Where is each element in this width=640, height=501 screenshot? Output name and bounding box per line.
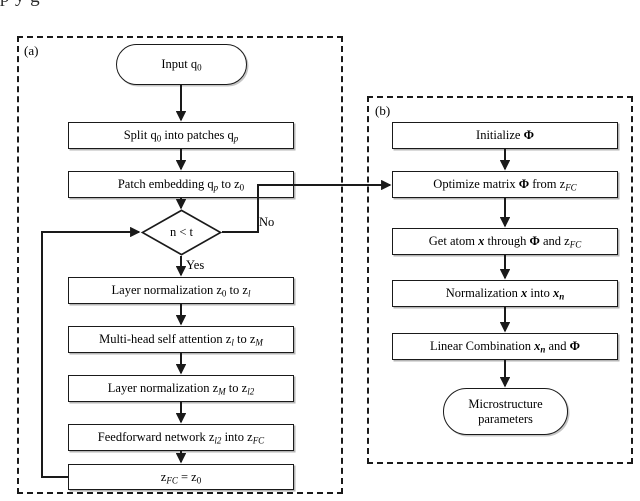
node-optimize-label: Optimize matrix Φ from zFC [433,177,577,193]
node-output[interactable]: Microstructure parameters [443,388,568,435]
node-input[interactable]: Input q0 [116,44,247,85]
panel-b-label: (b) [375,103,391,118]
node-linear-combination-label: Linear Combination xn and Φ [429,339,581,355]
node-decision-label: n < t [169,225,194,239]
node-linear-combination[interactable]: Linear Combination xn and Φ [392,333,618,360]
node-patch-embedding-label: Patch embedding qp to z0 [117,177,245,193]
node-output-label-line2: parameters [478,411,533,426]
node-normalization-label: Normalization x into xn [445,286,565,302]
node-optimize[interactable]: Optimize matrix Φ from zFC [392,171,618,198]
panel-b [367,96,633,464]
node-decision[interactable]: n < t [141,209,222,256]
node-patch-embedding[interactable]: Patch embedding qp to z0 [68,171,294,198]
node-assign[interactable]: zFC = z0 [68,464,294,490]
node-multi-head-attention-label: Multi-head self attention zl to zM [99,332,263,348]
panel-a [17,36,343,494]
node-multi-head-attention[interactable]: Multi-head self attention zl to zM [68,326,294,353]
node-layer-norm-2-label: Layer normalization zM to zl2 [107,381,255,397]
node-output-label-line1: Microstructure [468,396,543,411]
decision-diamond-shape [141,209,222,256]
node-feedforward-label: Feedforward network zl2 into zFC [97,430,265,446]
node-layer-norm-2[interactable]: Layer normalization zM to zl2 [68,375,294,402]
top-cut-text: p y g [0,0,640,12]
node-get-atom-label: Get atom x through Φ and zFC [428,234,582,250]
node-input-label: Input q0 [161,57,202,73]
node-initialize[interactable]: Initialize Φ [392,122,618,149]
node-split-label: Split q0 into patches qp [123,128,239,144]
node-normalization[interactable]: Normalization x into xn [392,280,618,307]
node-split[interactable]: Split q0 into patches qp [68,122,294,149]
node-assign-label: zFC = z0 [160,469,202,486]
node-feedforward[interactable]: Feedforward network zl2 into zFC [68,424,294,451]
edge-label-yes: Yes [186,258,205,272]
node-layer-norm-1-label: Layer normalization z0 to zl [111,283,251,299]
edge-label-no: No [259,215,275,229]
panel-a-label: (a) [24,43,39,58]
node-get-atom[interactable]: Get atom x through Φ and zFC [392,228,618,255]
node-initialize-label: Initialize Φ [476,128,534,143]
node-layer-norm-1[interactable]: Layer normalization z0 to zl [68,277,294,304]
